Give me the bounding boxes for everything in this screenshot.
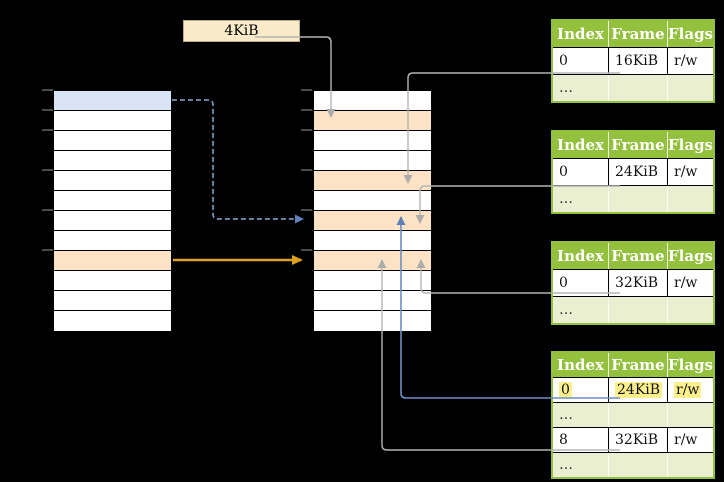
cell-flags: r/w <box>667 159 713 185</box>
page-table-row-blue <box>54 91 171 111</box>
cell-frame: 24KiB <box>608 378 667 402</box>
cell-index: … <box>559 457 573 473</box>
cell-frame <box>608 186 667 212</box>
page-table-row-white <box>54 231 171 251</box>
middle-table-ticks <box>301 89 312 251</box>
connector-virtual-row1-to-frame-row7-dashed <box>172 99 304 224</box>
page-table-row-white <box>54 151 171 171</box>
cell-frame: 16KiB <box>608 48 667 74</box>
page-table-row-white <box>314 271 431 291</box>
highlighted-value: 24KiB <box>615 382 663 398</box>
page-table-row-white <box>54 211 171 231</box>
highlighted-value: 0 <box>559 382 572 398</box>
header-flags: Flags <box>667 132 713 158</box>
table-row: 0 24KiB r/w <box>553 158 713 185</box>
cell-index: 0 <box>559 53 568 69</box>
table-row-ellipsis: … <box>553 402 713 427</box>
cell-index: … <box>559 80 573 96</box>
virtual-page-table <box>53 90 172 332</box>
cell-index: … <box>559 191 573 207</box>
cell-frame <box>608 75 667 101</box>
table-header-row: Index Frame Flags <box>553 21 713 47</box>
header-flags: Flags <box>667 353 713 377</box>
table-row-ellipsis: … <box>553 185 713 212</box>
page-table-row-white <box>314 231 431 251</box>
page-table-row-orange <box>314 171 431 191</box>
cell-flags <box>667 75 713 101</box>
cell-frame: 24KiB <box>608 159 667 185</box>
page-table-1: Index Frame Flags 0 16KiB r/w … <box>551 19 715 103</box>
table-row-highlighted: 0 24KiB r/w <box>553 377 713 402</box>
page-table-row-white <box>314 151 431 171</box>
table-row-ellipsis: … <box>553 74 713 101</box>
cell-flags: r/w <box>667 378 713 402</box>
page-table-row-white <box>54 291 171 311</box>
cell-flags: r/w <box>667 48 713 74</box>
cell-flags <box>667 297 713 323</box>
table-row-ellipsis: … <box>553 452 713 477</box>
physical-frame-table <box>313 90 432 332</box>
page-size-label: 4KiB <box>224 23 259 39</box>
cell-index: … <box>559 302 573 318</box>
table-row: 8 32KiB r/w <box>553 427 713 452</box>
page-table-row-white <box>54 171 171 191</box>
cell-flags: r/w <box>667 428 713 452</box>
page-table-row-white <box>314 311 431 331</box>
table-row: 0 32KiB r/w <box>553 269 713 296</box>
header-flags: Flags <box>667 243 713 269</box>
header-frame: Frame <box>608 21 667 47</box>
highlighted-value: r/w <box>674 382 702 398</box>
header-index: Index <box>557 25 604 43</box>
cell-flags: r/w <box>667 270 713 296</box>
cell-flags <box>667 186 713 212</box>
header-index: Index <box>557 136 604 154</box>
table-header-row: Index Frame Flags <box>553 132 713 158</box>
page-table-row-white <box>54 111 171 131</box>
header-frame: Frame <box>608 353 667 377</box>
cell-frame <box>608 403 667 427</box>
cell-frame <box>608 297 667 323</box>
page-table-row-white <box>54 131 171 151</box>
page-table-row-orange <box>314 211 431 231</box>
page-table-row-orange <box>314 111 431 131</box>
page-table-4: Index Frame Flags 0 24KiB r/w … 8 32KiB … <box>551 351 715 479</box>
page-table-row-white <box>314 291 431 311</box>
cell-flags <box>667 453 713 477</box>
cell-index: … <box>559 407 573 423</box>
table-row: 0 16KiB r/w <box>553 47 713 74</box>
cell-frame: 32KiB <box>608 270 667 296</box>
table-header-row: Index Frame Flags <box>553 353 713 377</box>
header-frame: Frame <box>608 243 667 269</box>
cell-index: 0 <box>559 275 568 291</box>
cell-index: 0 <box>559 164 568 180</box>
cell-frame: 32KiB <box>608 428 667 452</box>
header-flags: Flags <box>667 21 713 47</box>
header-frame: Frame <box>608 132 667 158</box>
left-table-ticks <box>42 89 53 251</box>
page-table-row-white <box>54 271 171 291</box>
cell-index: 8 <box>559 432 568 448</box>
page-table-row-white <box>314 131 431 151</box>
page-table-2: Index Frame Flags 0 24KiB r/w … <box>551 130 715 214</box>
page-table-3: Index Frame Flags 0 32KiB r/w … <box>551 241 715 325</box>
cell-index: 0 <box>553 378 608 402</box>
page-table-row-orange <box>314 251 431 271</box>
header-index: Index <box>557 356 604 374</box>
page-table-row-white <box>54 311 171 331</box>
page-table-row-white <box>314 191 431 211</box>
table-header-row: Index Frame Flags <box>553 243 713 269</box>
cell-frame <box>608 453 667 477</box>
page-table-row-orange <box>54 251 171 271</box>
cell-flags <box>667 403 713 427</box>
page-size-box: 4KiB <box>183 20 300 42</box>
page-table-row-white <box>314 91 431 111</box>
table-row-ellipsis: … <box>553 296 713 323</box>
header-index: Index <box>557 247 604 265</box>
page-table-row-white <box>54 191 171 211</box>
